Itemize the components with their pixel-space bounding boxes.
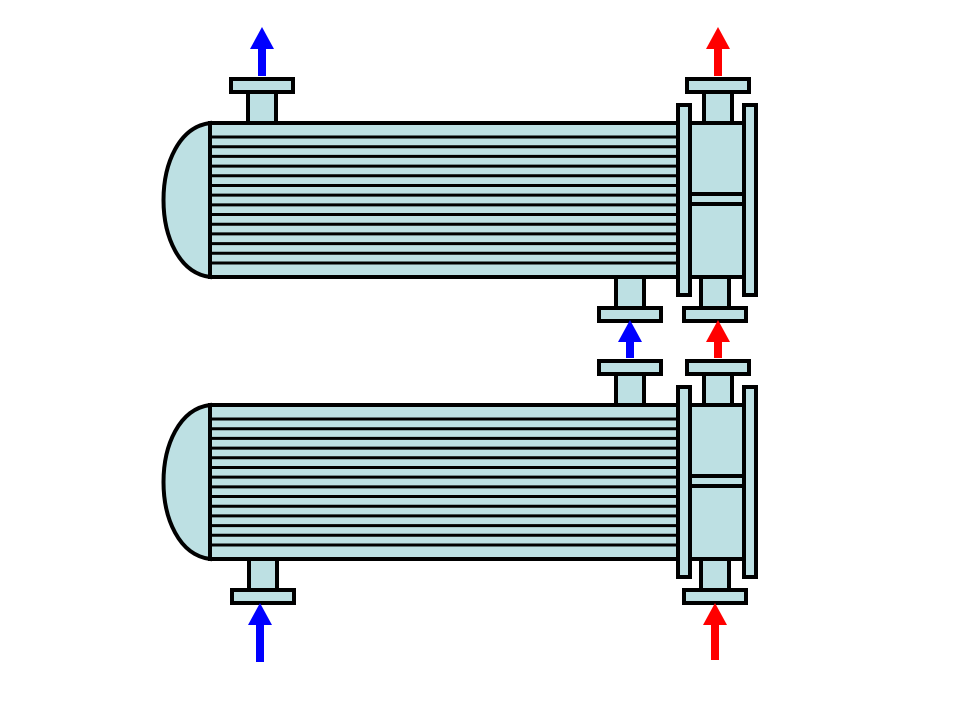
upper-exchanger-tube-inlet-nozzle-flange <box>682 306 748 323</box>
arrow-up-icon <box>703 603 727 660</box>
arrow-up-icon <box>250 27 274 76</box>
upper-exchanger <box>161 77 758 323</box>
arrow-up-icon <box>706 27 730 76</box>
shell-crossover-arrow-shaft <box>626 341 634 358</box>
tube-outlet-top-arrow-head <box>706 27 730 49</box>
lower-exchanger-shell-outlet-nozzle-flange <box>597 359 663 376</box>
lower-exchanger-tube-inlet-nozzle-flange <box>682 588 748 605</box>
lower-exchanger-tubesheet <box>676 385 692 579</box>
lower-exchanger-shell <box>208 403 680 561</box>
upper-exchanger-shell-outlet-nozzle-flange <box>229 77 295 94</box>
exchangers-group <box>161 77 758 605</box>
shell-outlet-top-arrow-head <box>250 27 274 49</box>
upper-exchanger-tube-outlet-nozzle-flange <box>685 77 751 94</box>
lower-exchanger-shell-inlet-nozzle-flange <box>230 588 296 605</box>
arrow-up-icon <box>618 320 642 358</box>
tube-crossover-arrow-shaft <box>714 341 722 358</box>
upper-exchanger-shell <box>208 121 680 279</box>
lower-exchanger-shell-outlet-nozzle-neck <box>614 370 646 409</box>
lower-exchanger-pass-partition <box>688 474 746 488</box>
upper-exchanger-pass-partition <box>688 192 746 206</box>
lower-exchanger-shell-inlet-nozzle-neck <box>247 555 279 594</box>
upper-exchanger-tube-inlet-nozzle-neck <box>699 273 731 312</box>
arrow-up-icon <box>248 603 272 662</box>
tube-crossover-arrow-head <box>706 320 730 342</box>
tube-inlet-bottom-arrow-shaft <box>711 624 719 660</box>
tube-outlet-top-arrow-shaft <box>714 48 722 76</box>
upper-exchanger-shell-outlet-nozzle-neck <box>246 88 278 127</box>
upper-exchanger-end-head <box>161 120 212 280</box>
arrow-up-icon <box>706 320 730 358</box>
shell-crossover-arrow-head <box>618 320 642 342</box>
lower-exchanger-tube-inlet-nozzle-neck <box>699 555 731 594</box>
shell-inlet-bottom-arrow-head <box>248 603 272 625</box>
lower-exchanger-tube-outlet-nozzle-neck <box>702 370 734 409</box>
lower-exchanger-cover-plate <box>742 385 758 579</box>
upper-exchanger-tube-outlet-nozzle-neck <box>702 88 734 127</box>
lower-exchanger-end-head <box>161 402 212 562</box>
shell-inlet-bottom-arrow-shaft <box>256 624 264 662</box>
lower-exchanger-tube-outlet-nozzle-flange <box>685 359 751 376</box>
upper-exchanger-tubesheet <box>676 103 692 297</box>
upper-exchanger-shell-inlet-nozzle-flange <box>597 306 663 323</box>
lower-exchanger <box>161 359 758 605</box>
flow-arrows-group <box>248 27 730 662</box>
shell-outlet-top-arrow-shaft <box>258 48 266 76</box>
tube-inlet-bottom-arrow-head <box>703 603 727 625</box>
upper-exchanger-cover-plate <box>742 103 758 297</box>
upper-exchanger-shell-inlet-nozzle-neck <box>614 273 646 312</box>
